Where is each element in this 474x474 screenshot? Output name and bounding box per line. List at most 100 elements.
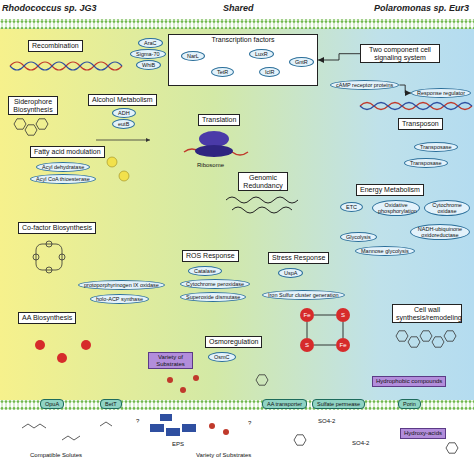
group-box: Transcription factorsNarL TetR LuxR IclR Gnt… — [168, 34, 318, 86]
connector — [318, 54, 360, 60]
process-box: Translation — [198, 114, 240, 126]
gene-oval: Acyl dehydratase — [36, 162, 90, 172]
connector — [307, 322, 308, 338]
gene-oval: OsmC — [208, 352, 236, 362]
node-text: Two component cell signaling system — [364, 46, 436, 61]
node-text: eutB — [118, 121, 129, 127]
aromatic-ring — [256, 375, 458, 453]
process-box: AA Biosynthesis — [18, 312, 76, 324]
species-heading: Rhodococcus sp. JG3 — [2, 4, 97, 14]
transporter: AA transporter — [262, 399, 307, 409]
connector — [314, 315, 336, 316]
node-text: TetR — [217, 69, 228, 75]
ion-label: SO4-2 — [352, 440, 369, 447]
gene-oval: Cytochrome peroxidase — [180, 279, 250, 289]
gene-oval: holo-ACP synthase — [90, 294, 149, 304]
substrate-box: Hydroxy-acids — [400, 428, 446, 439]
node-text: S — [336, 308, 350, 322]
gene-oval: Sigma-70 — [130, 49, 166, 59]
node-text: Cell wall synthesis/remodeling — [396, 306, 458, 321]
node-text: IclR — [265, 69, 274, 75]
node-text: S — [300, 338, 314, 352]
gene-oval: Transposase — [414, 142, 458, 152]
gene-oval: Oxidative phosphorylation — [372, 200, 420, 216]
node-text: WhiB — [142, 62, 155, 68]
node-text: Iron Sulfur cluster generation — [268, 292, 339, 298]
outer-membrane — [0, 19, 474, 29]
node-text: Translation — [202, 116, 236, 124]
node-text: Acyl CoA thioesterase — [36, 176, 90, 182]
compatible-solute — [22, 422, 112, 440]
part-label: Compatible Solutes — [30, 452, 82, 459]
node-text: Sigma-70 — [136, 51, 160, 57]
node-text: Hydroxy-acids — [404, 430, 442, 437]
amino-acid — [35, 340, 91, 363]
gene-oval: Cytochrome oxidase — [424, 200, 470, 216]
node-text: ROS Response — [186, 252, 235, 260]
process-box: Osmoregulation — [205, 336, 262, 348]
node-text: Fe — [336, 338, 350, 352]
node-text: Transcription factors — [172, 36, 314, 44]
node-text: UspA — [284, 270, 297, 276]
part-label: Variety of Substrates — [196, 452, 251, 459]
gene-oval: GntR — [289, 57, 314, 67]
node-text: Hydrophobic compounds — [376, 378, 442, 385]
reaction-arrow — [96, 140, 150, 141]
species-heading: Shared — [223, 4, 254, 14]
gene-oval: Glycolysis — [340, 232, 377, 242]
node-text: Acyl dehydratase — [42, 164, 84, 170]
node-text: Catalase — [194, 268, 216, 274]
gene-oval: Catalase — [188, 266, 222, 276]
gene-oval: Transposase — [404, 158, 448, 168]
node-text: Glycolysis — [346, 234, 371, 240]
question-mark: ? — [248, 420, 251, 427]
node-text: Fe — [300, 308, 314, 322]
porphyrin-structure — [33, 241, 65, 273]
process-box: Genomic Redundancy — [238, 172, 288, 191]
ribosome — [184, 131, 248, 157]
gene-oval: Acyl CoA thioesterase — [30, 174, 96, 184]
part-label: Ribosome — [197, 162, 224, 169]
node-text: Siderophore Biosynthesis — [12, 98, 54, 113]
gene-oval: IclR — [259, 67, 280, 77]
node-text: OpuA — [45, 401, 59, 407]
node-text: BetT — [105, 401, 117, 407]
substrate-box: Hydrophobic compounds — [372, 376, 446, 387]
substrate-dot — [167, 375, 229, 435]
node-text: LuxR — [255, 51, 268, 57]
gene-oval: protoporphyrinogen IX oxidase — [78, 280, 165, 290]
node-text: OsmC — [214, 354, 230, 360]
process-box: Alcohol Metabolism — [88, 94, 157, 106]
inner-membrane — [0, 400, 474, 410]
cytoplasm — [0, 29, 474, 400]
gene-oval: ADH — [112, 108, 136, 118]
node-text: Transposon — [402, 120, 439, 128]
gene-oval: UspA — [278, 268, 303, 278]
process-box: Cell wall synthesis/remodeling — [392, 304, 462, 323]
connector — [314, 345, 336, 346]
chromosome — [226, 197, 298, 213]
gene-oval: Response regulator — [411, 88, 471, 98]
transporter: Porin — [398, 399, 421, 409]
process-box: Energy Metabolism — [356, 184, 424, 196]
connector — [399, 85, 411, 93]
gene-oval: AraC — [138, 38, 163, 48]
gene-oval: NarL — [181, 51, 205, 61]
gene-oval: Mannose glycolysis — [355, 246, 415, 256]
node-text: Mannose glycolysis — [361, 248, 409, 254]
node-text: Alcohol Metabolism — [92, 96, 153, 104]
node-text: AraC — [144, 40, 157, 46]
question-mark: ? — [136, 418, 139, 425]
fe-s-atom: Fe — [336, 338, 350, 352]
process-box: Stress Response — [268, 252, 329, 264]
node-text: cAMP receptor proteins — [336, 82, 393, 88]
peptidoglycan — [396, 331, 456, 347]
process-box: Recombination — [28, 40, 83, 52]
process-box: Fatty acid modulation — [30, 146, 105, 158]
process-box: ROS Response — [182, 250, 239, 262]
node-text: Energy Metabolism — [360, 186, 420, 194]
node-text: Stress Response — [272, 254, 325, 262]
transporter: OpuA — [40, 399, 64, 409]
gene-oval: LuxR — [249, 49, 274, 59]
node-text: NarL — [187, 53, 199, 59]
